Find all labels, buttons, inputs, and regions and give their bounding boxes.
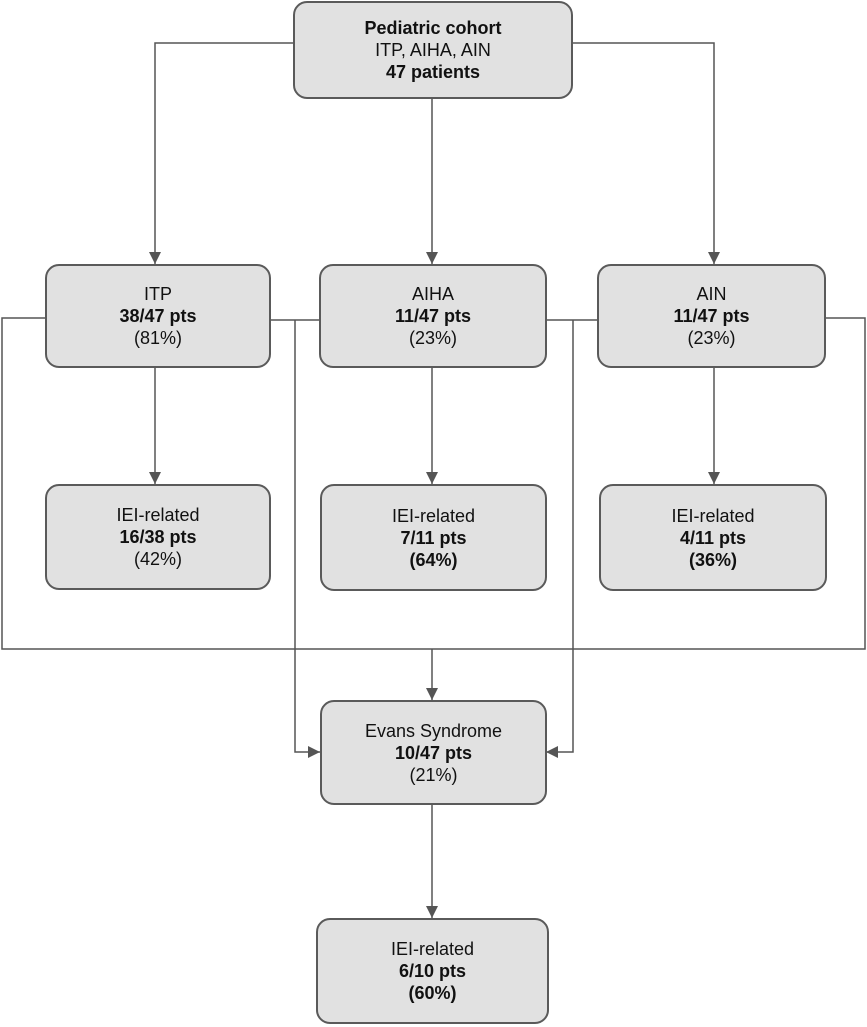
iei-percent: (42%) [133,549,182,569]
evans-iei-count: 6/10 pts [398,961,467,981]
evans-iei-box: IEI-related 6/10 pts (60%) [316,918,549,1024]
evans-syndrome-box: Evans Syndrome 10/47 pts (21%) [320,700,547,805]
iei-percent: (36%) [688,549,737,570]
connector-ain-outer [432,317,866,650]
iei-box-ain: IEI-related 4/11 pts (36%) [599,484,827,591]
connector-itp-outer [1,317,432,650]
evans-iei-percent: (60%) [408,983,457,1003]
iei-count: 4/11 pts [679,527,747,548]
group-box-ain: AIN 11/47 pts (23%) [597,264,826,368]
group-label: AIN [696,284,727,304]
arrow-left-to-evans [294,320,320,758]
arrow-right-to-evans [546,320,574,758]
root-count: 47 patients [385,62,481,82]
group-percent: (23%) [687,328,736,348]
arrow-root-to-itp [149,42,294,264]
group-label: AIHA [411,284,454,304]
group-box-itp: ITP 38/47 pts (81%) [45,264,271,368]
group-percent: (81%) [133,328,182,348]
evans-iei-label: IEI-related [390,939,475,959]
iei-box-itp: IEI-related 16/38 pts (42%) [45,484,271,590]
group-box-aiha: AIHA 11/47 pts (23%) [319,264,547,368]
group-count: 11/47 pts [673,306,750,326]
root-title: Pediatric cohort [364,18,502,38]
iei-count: 7/11 pts [400,527,467,548]
evans-label: Evans Syndrome [364,720,503,741]
evans-percent: (21%) [409,764,458,785]
group-count: 11/47 pts [394,306,472,326]
root-subtitle: ITP, AIHA, AIN [375,40,491,60]
group-label: ITP [143,284,172,304]
iei-box-aiha: IEI-related 7/11 pts (64%) [320,484,547,591]
iei-percent: (64%) [409,549,458,570]
iei-count: 16/38 pts [119,527,197,547]
group-count: 38/47 pts [119,306,197,326]
arrow-root-to-ain [572,42,720,264]
root-cohort-box: Pediatric cohort ITP, AIHA, AIN 47 patie… [293,1,573,99]
iei-label: IEI-related [671,505,755,526]
group-percent: (23%) [408,328,457,348]
iei-label: IEI-related [116,505,200,525]
iei-label: IEI-related [391,505,476,526]
evans-count: 10/47 pts [394,742,473,763]
